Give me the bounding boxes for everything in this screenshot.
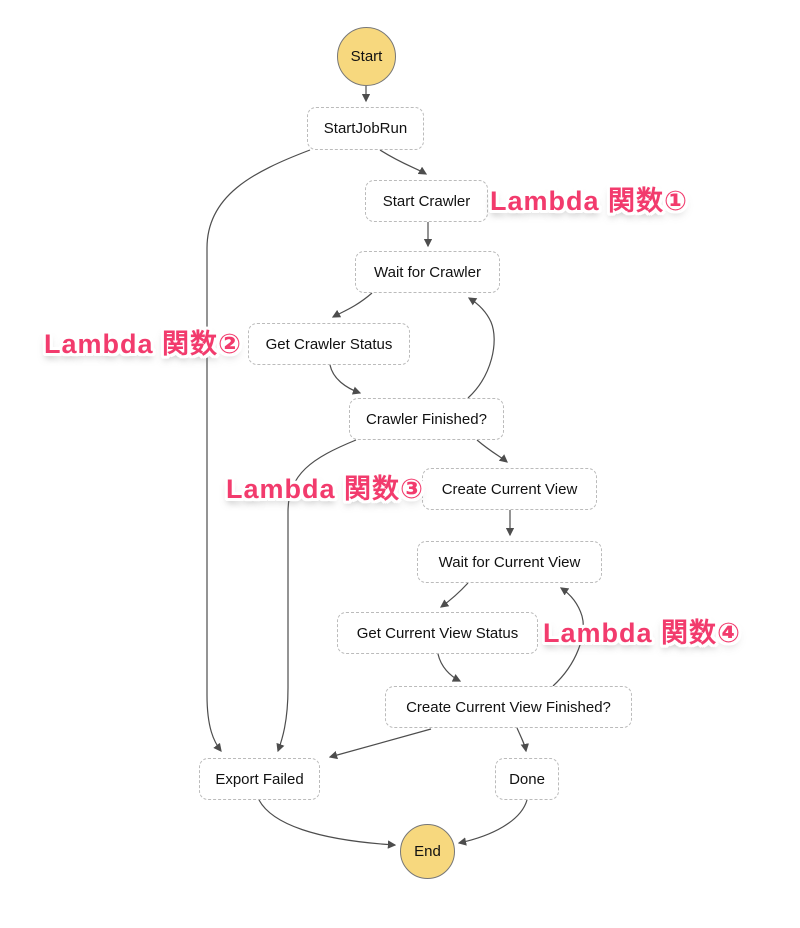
- node-get-crawler-status: Get Crawler Status: [248, 323, 410, 365]
- edge-finished-to-done: [516, 727, 529, 753]
- node-get-current-view-status: Get Current View Status: [337, 612, 538, 654]
- edge-getcrawlerstatus-to-crawlerfinished: [329, 364, 362, 395]
- edge-done-to-end: [457, 799, 528, 846]
- annotation-lambda-4: Lambda 関数④: [543, 618, 741, 648]
- node-create-current-view: Create Current View: [422, 468, 597, 510]
- edge-finished-to-waitforcurrentview: [552, 587, 584, 687]
- annotation-lambda-3: Lambda 関数③: [226, 474, 424, 504]
- node-wait-for-crawler: Wait for Crawler: [355, 251, 500, 293]
- edge-startjobrun-to-startcrawler: [379, 149, 428, 175]
- node-crawler-finished: Crawler Finished?: [349, 398, 504, 440]
- edge-exportfailed-to-end: [258, 799, 397, 849]
- node-done: Done: [495, 758, 559, 800]
- edge-waitforcrawler-to-getcrawlerstatus: [331, 292, 373, 318]
- annotation-lambda-1: Lambda 関数①: [490, 186, 688, 216]
- node-export-failed: Export Failed: [199, 758, 320, 800]
- edge-startjobrun-to-exportfailed: [206, 149, 311, 752]
- edge-waitforcurrentview-to-getcurrentviewstatus: [439, 582, 469, 608]
- edge-getcurrentviewstatus-to-finished: [437, 653, 462, 682]
- edge-crawlerfinished-to-createcurrentview: [476, 439, 508, 463]
- node-start-crawler: Start Crawler: [365, 180, 488, 222]
- edge-finished-to-exportfailed: [328, 728, 432, 760]
- node-wait-for-current-view: Wait for Current View: [417, 541, 602, 583]
- node-start: Start: [337, 27, 396, 86]
- edge-crawlerfinished-to-waitforcrawler: [467, 297, 495, 399]
- annotation-lambda-2: Lambda 関数②: [44, 329, 242, 359]
- node-create-current-view-finished: Create Current View Finished?: [385, 686, 632, 728]
- node-end: End: [400, 824, 455, 879]
- edge-crawlerfinished-to-exportfailed: [276, 439, 357, 753]
- node-start-job-run: StartJobRun: [307, 107, 424, 150]
